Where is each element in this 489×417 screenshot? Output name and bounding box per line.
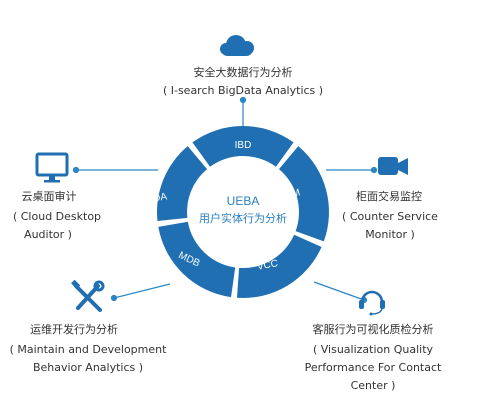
module-contact-desc-3: Center )	[350, 379, 396, 392]
module-bigdata-title: 安全大数据行为分析	[193, 66, 293, 79]
connector-dot-csm	[370, 166, 378, 174]
segment-mdb	[158, 221, 236, 298]
segment-ibd	[192, 125, 294, 167]
module-counter-desc-2: Monitor )	[365, 228, 415, 241]
cloud-icon	[220, 35, 254, 56]
segment-label-vcc: VCC	[256, 258, 279, 273]
video-camera-icon	[378, 157, 408, 175]
segment-csm	[279, 146, 329, 242]
connector-dot-mdb	[110, 294, 118, 302]
segment-label-ibd: IBD	[235, 140, 252, 151]
module-maintain-desc-1: ( Maintain and Development	[9, 343, 167, 356]
connector-dot-cda	[72, 166, 80, 174]
center-title: UEBA	[227, 194, 260, 208]
connector-dot-ibd	[239, 96, 247, 104]
connector-vcc	[313, 281, 365, 301]
module-contact-desc-2: Performance For Contact	[304, 361, 442, 374]
module-maintain-desc-2: Behavior Analytics )	[32, 361, 144, 374]
module-cloud-desktop-desc-1: ( Cloud Desktop	[12, 210, 102, 223]
module-contact-title: 客服行为可视化质检分析	[312, 323, 434, 336]
connector-mdb	[113, 283, 171, 299]
center-subtitle: 用户实体行为分析	[199, 211, 287, 225]
module-cloud-desktop-title: 云桌面审计	[21, 190, 77, 203]
module-maintain-title: 运维开发行为分析	[30, 323, 118, 336]
segment-label-csm: CSM	[277, 187, 301, 203]
segment-label-cda: CDA	[145, 191, 168, 206]
segment-cda	[156, 146, 207, 221]
segment-vcc	[237, 234, 322, 298]
module-counter-title: 柜面交易监控	[356, 190, 422, 203]
module-bigdata-desc: ( I-search BigData Analytics )	[162, 84, 324, 97]
module-cloud-desktop-desc-2: Auditor )	[24, 228, 72, 241]
tools-icon	[71, 279, 105, 312]
module-counter-desc-1: ( Counter Service	[342, 210, 438, 223]
headset-icon	[359, 290, 385, 316]
module-contact-desc-1: ( Visualization Quality	[312, 343, 434, 356]
monitor-icon	[35, 152, 69, 183]
